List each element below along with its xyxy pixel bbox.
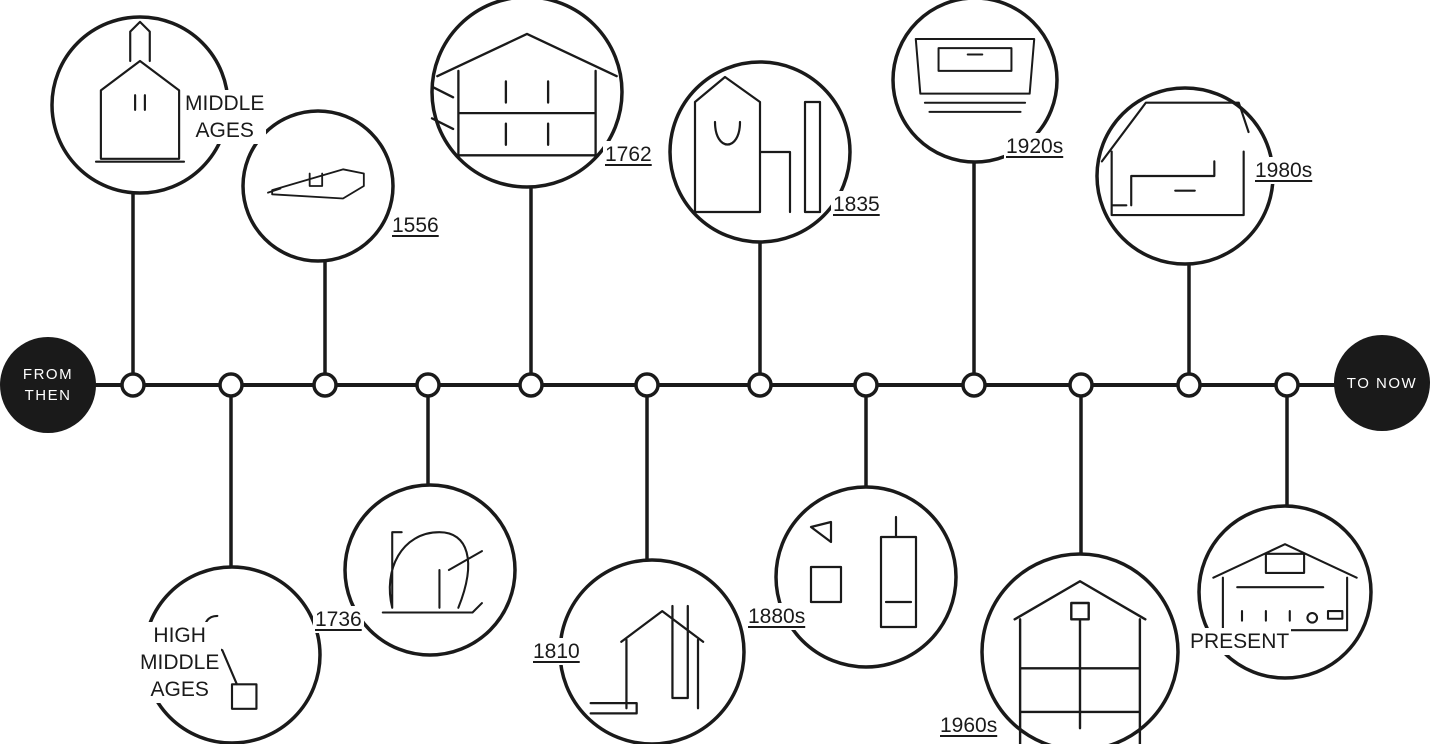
- timeline-node: [853, 372, 879, 398]
- illustration-circle: [774, 485, 958, 669]
- illustration-circle: [891, 0, 1059, 164]
- event-label: HIGH MIDDLE AGES: [138, 622, 222, 703]
- sketch-path: [809, 515, 918, 629]
- apartment-shaft-icon: [1013, 580, 1147, 744]
- timeline-node: [218, 372, 244, 398]
- timeline-event: [774, 372, 958, 669]
- timeline-event: [980, 372, 1180, 744]
- sketch-path: [1100, 101, 1250, 217]
- start-label: FROM THEN: [22, 366, 74, 404]
- timeline-node: [415, 372, 441, 398]
- event-label: PRESENT: [1188, 628, 1292, 655]
- event-label: MIDDLE AGES: [183, 90, 267, 144]
- theatre-chimney-icon: [693, 75, 822, 214]
- event-label: 1762: [603, 141, 654, 168]
- sketch-path: [589, 604, 705, 715]
- sketch-path: [381, 531, 483, 614]
- timeline-node: [1068, 372, 1094, 398]
- window-stove-icon: [809, 515, 918, 629]
- event-label: 1835: [831, 191, 882, 218]
- sketch-path: [267, 168, 365, 200]
- timeline-node: [120, 372, 146, 398]
- event-label: 1920s: [1004, 133, 1066, 160]
- fan-wheel-icon: [381, 531, 483, 614]
- timeline-node: [518, 372, 544, 398]
- event-label: 1960s: [938, 712, 1000, 739]
- timeline-node: [1176, 372, 1202, 398]
- end-node: [1334, 335, 1430, 431]
- bellows-icon: [267, 168, 365, 200]
- house-ventilation-icon: [1100, 101, 1250, 217]
- timeline-node: [634, 372, 660, 398]
- end-label: TO NOW: [1346, 375, 1418, 392]
- start-node: [0, 337, 96, 433]
- event-label: 1880s: [746, 603, 808, 630]
- sketch-path: [914, 37, 1036, 113]
- timeline-node: [1274, 372, 1300, 398]
- sketch-path: [94, 20, 186, 163]
- timeline-event: [891, 0, 1059, 398]
- timeline-event: [50, 15, 230, 398]
- timeline-node: [747, 372, 773, 398]
- event-label: 1810: [531, 638, 582, 665]
- timeline-event: [241, 109, 395, 398]
- event-label: 1736: [313, 606, 364, 633]
- cinema-icon: [914, 37, 1036, 113]
- illustration-circle: [430, 0, 624, 189]
- timeline-event: [430, 0, 624, 398]
- sketch-path: [430, 32, 618, 157]
- sketch-path: [693, 75, 822, 214]
- timeline-node: [961, 372, 987, 398]
- house-stove-icon: [589, 604, 705, 715]
- timeline-node: [312, 372, 338, 398]
- timeline-event: [1095, 86, 1275, 398]
- timeline-event: [558, 372, 746, 744]
- sketch-path: [1013, 580, 1147, 744]
- timeline-event: [343, 372, 517, 657]
- illustration-circle: [343, 483, 517, 657]
- illustration-circle: [558, 558, 746, 744]
- church-icon: [94, 20, 186, 163]
- ventilated-building-icon: [430, 32, 618, 157]
- event-label: 1556: [390, 212, 441, 239]
- event-label: 1980s: [1253, 157, 1315, 184]
- timeline-event: [668, 60, 852, 398]
